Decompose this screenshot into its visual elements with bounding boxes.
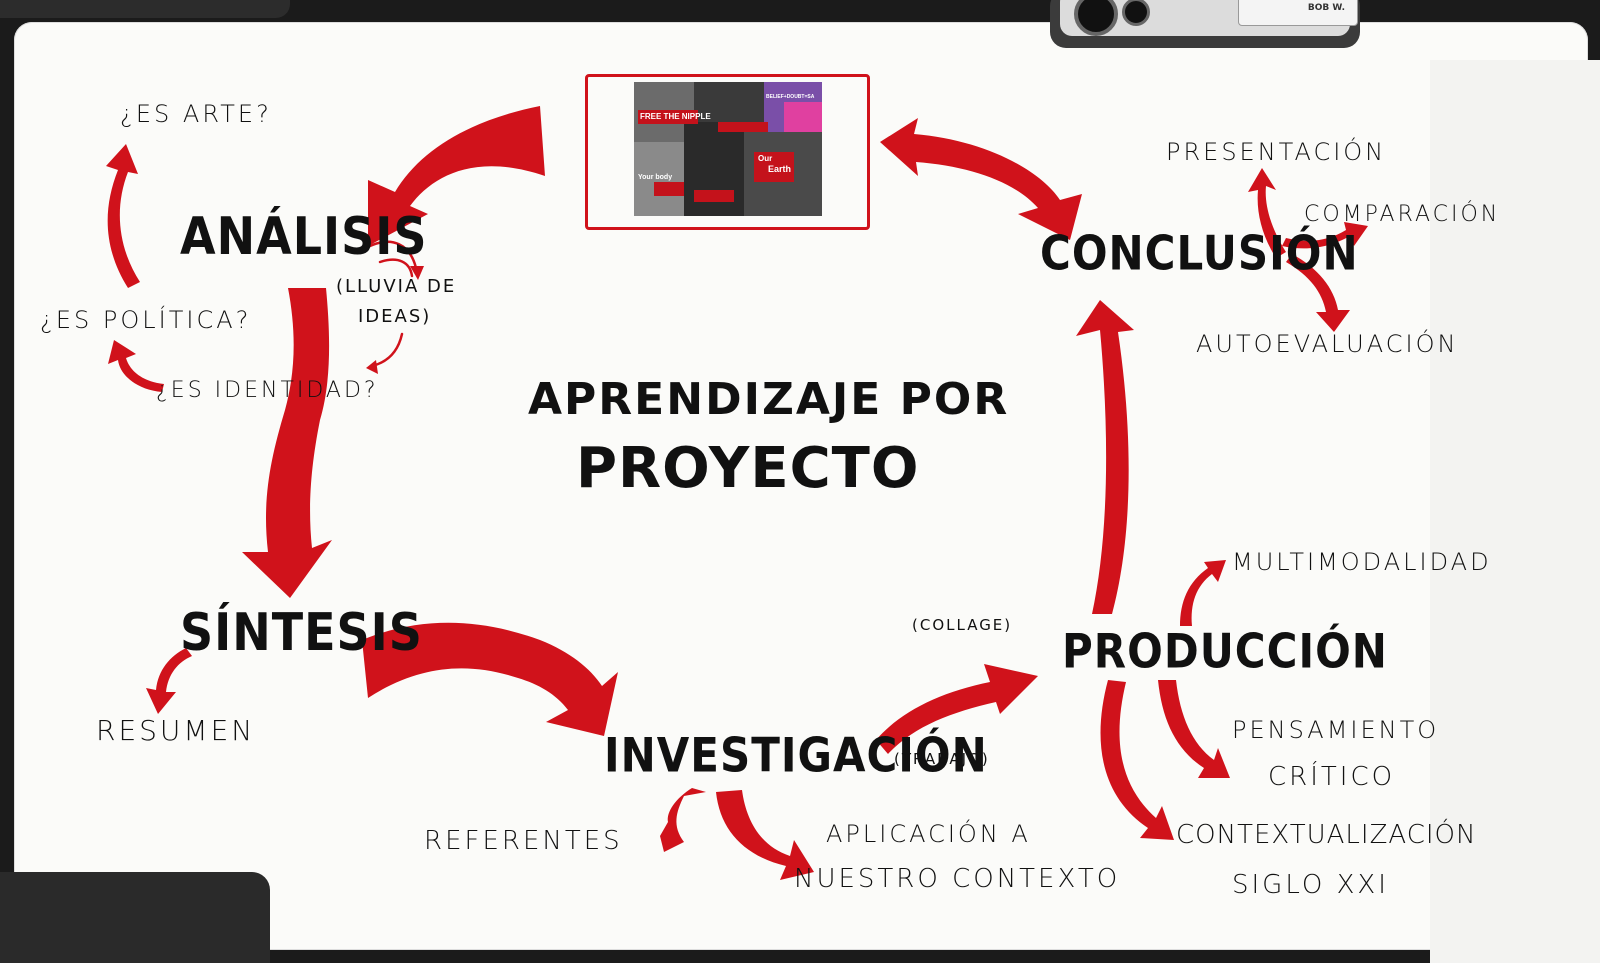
node-sintesis: SÍNTESIS (180, 602, 423, 663)
brainstorm-label-line1: (LLUVIA DE (336, 276, 457, 297)
center-title-line2: PROYECTO (576, 436, 920, 501)
label-referentes: REFERENTES (424, 826, 623, 856)
arrow-to-referentes (660, 788, 706, 852)
arrow-head-small (410, 266, 424, 280)
arrow-collage-to-analisis (368, 106, 545, 246)
question-arte: ¿ES ARTE? (120, 100, 272, 128)
label-comparacion: COMPARACIÓN (1304, 202, 1501, 227)
arrow-to-multimodalidad (1180, 560, 1226, 626)
label-pensamiento-line2: CRÍTICO (1268, 762, 1396, 792)
arrow-collage-conclusion (880, 118, 1082, 240)
arrow-investigacion-to-produccion (876, 664, 1038, 754)
arrow-curl-identidad (370, 332, 404, 368)
arrow-to-comparacion (1282, 222, 1368, 249)
collage-text: Our (758, 154, 773, 163)
collage-tile (638, 110, 698, 124)
label-autoevaluacion: AUTOEVALUACIÓN (1196, 330, 1459, 358)
collage-tile (694, 82, 764, 122)
collage-tile (754, 152, 794, 182)
label-resumen: RESUMEN (96, 714, 256, 747)
arrow-to-presentacion (1248, 168, 1286, 258)
collage-text: BELIEF+DOUBT=SA (766, 94, 815, 100)
label-aplicacion-line2: NUESTRO CONTEXTO (794, 864, 1121, 894)
collage-text: Earth (768, 164, 792, 174)
arrow-analisis-to-sintesis (242, 288, 332, 598)
desk-object-bottom (0, 872, 270, 963)
collage-tile (784, 102, 822, 132)
phone-back: BOB W. (1060, 0, 1358, 36)
label-pensamiento-line1: PENSAMIENTO (1232, 716, 1440, 744)
label-contexto-line1: CONTEXTUALIZACIÓN (1176, 820, 1477, 850)
node-investigacion: INVESTIGACIÓN (604, 728, 988, 783)
center-title-line1: APRENDIZAJE POR (528, 374, 1010, 425)
arrow-curl-brainstorm-2 (378, 258, 414, 278)
node-produccion: PRODUCCIÓN (1062, 624, 1388, 679)
label-presentacion: PRESENTACIÓN (1166, 138, 1387, 166)
paper-sheet-under (1430, 60, 1600, 963)
label-trabajo: (TRABAJO) (894, 750, 990, 768)
brainstorm-label-line2: IDEAS) (358, 306, 432, 327)
collage-tile (654, 182, 684, 196)
arrow-to-contextualizacion (1100, 680, 1174, 840)
collage-text: FREE THE NIPPLE (640, 112, 711, 121)
collage-image: FREE THE NIPPLE Your body Our Earth BELI… (634, 82, 822, 216)
collage-tile (694, 190, 734, 202)
arrow-to-aplicacion (716, 790, 814, 880)
arrow-loop-arte (106, 144, 140, 288)
label-aplicacion-line1: APLICACIÓN A (826, 820, 1031, 848)
label-collage: (COLLAGE) (912, 616, 1013, 634)
arrow-curl-brainstorm (368, 240, 418, 270)
label-multimodalidad: MULTIMODALIDAD (1232, 548, 1492, 576)
collage-tile (634, 142, 684, 216)
collage-text: Your body (638, 174, 673, 181)
arrow-loop-identidad (108, 340, 164, 392)
arrow-to-resumen (146, 648, 192, 714)
desk-object-top (0, 0, 290, 18)
node-conclusion: CONCLUSIÓN (1040, 226, 1359, 281)
collage-frame (585, 74, 870, 230)
arrow-to-pensamiento (1158, 680, 1230, 778)
phone: BOB W. (1050, 0, 1360, 48)
question-identidad: ¿ES IDENTIDAD? (156, 378, 379, 403)
phone-card-label: BOB W. (1238, 0, 1358, 26)
arrow-to-autoevaluacion (1286, 254, 1350, 332)
camera-icon (1122, 0, 1150, 26)
label-contexto-line2: SIGLO XXI (1232, 870, 1389, 900)
node-analisis: ANÁLISIS (180, 206, 428, 267)
collage-tile (718, 122, 768, 132)
arrow-sintesis-to-investigacion (362, 622, 618, 736)
question-politica: ¿ES POLÍTICA? (40, 306, 252, 334)
camera-icon (1074, 0, 1118, 36)
arrow-head-small (366, 360, 378, 374)
arrow-produccion-to-conclusion (1076, 300, 1134, 614)
